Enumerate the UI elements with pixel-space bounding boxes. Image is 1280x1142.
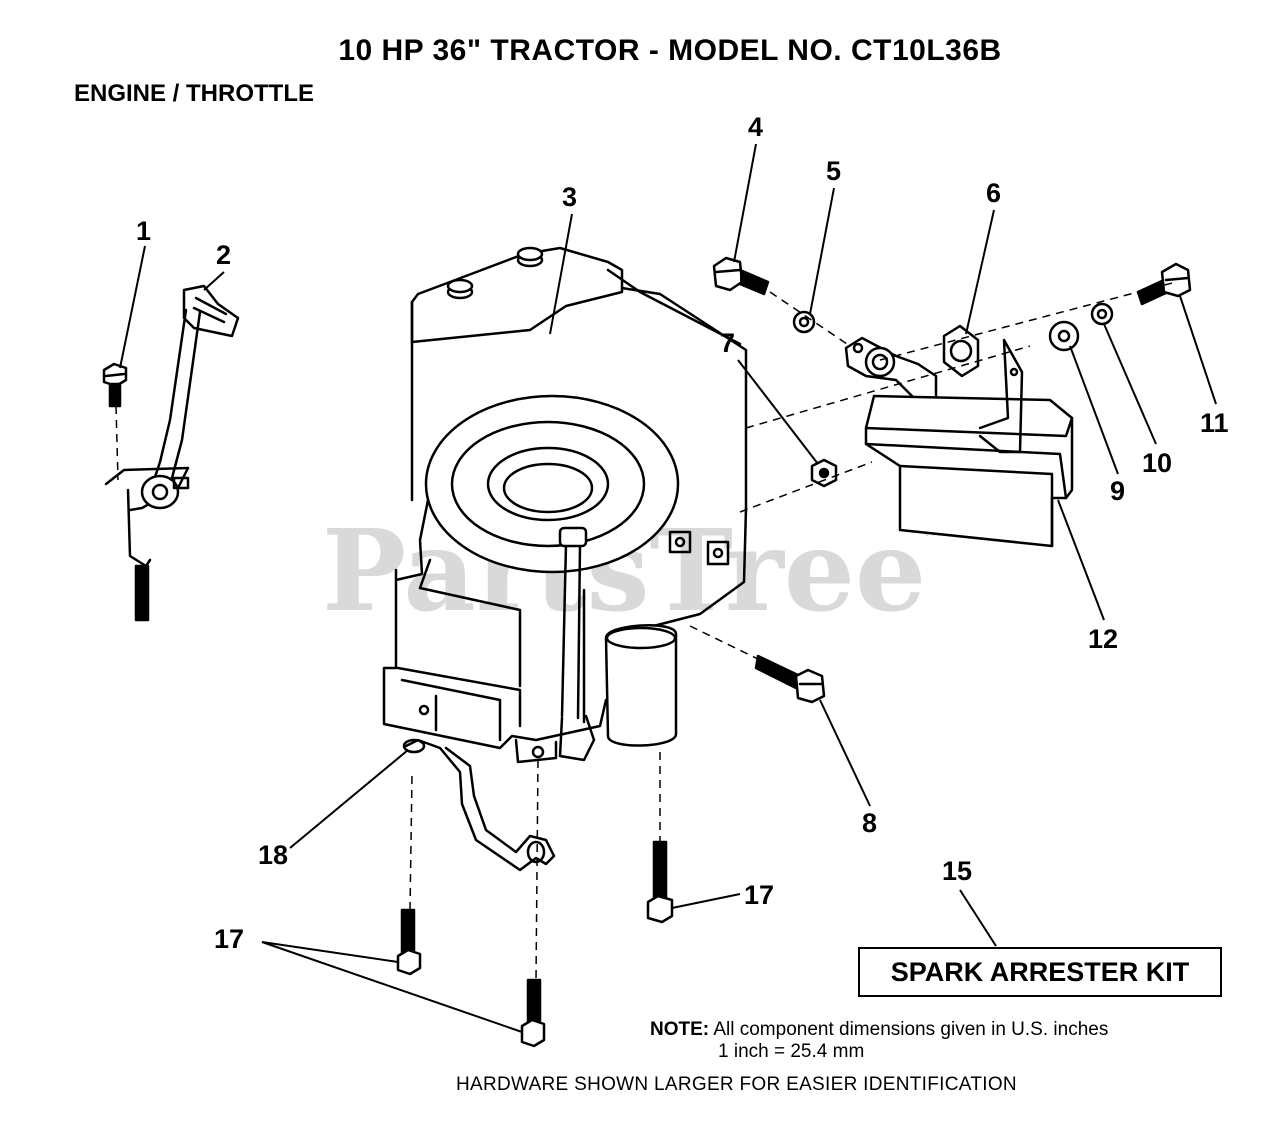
callout-4: 4 (748, 112, 763, 142)
callout-11: 11 (1200, 408, 1229, 438)
part-9-flat-washer (1048, 320, 1080, 352)
part-5-washer (792, 310, 816, 334)
part-17-bolt-center (520, 978, 546, 1048)
note-line-2: 1 inch = 25.4 mm (718, 1041, 865, 1062)
part-7-nut (810, 458, 838, 488)
part-6-gasket (942, 324, 980, 378)
leader-lines (119, 143, 1217, 1033)
callout-1: 1 (136, 216, 151, 246)
callout-3: 3 (562, 182, 577, 212)
part-10-lock-washer (1090, 302, 1114, 326)
callout-6: 6 (986, 178, 1001, 208)
note-line-1: All component dimensions given in U.S. i… (713, 1019, 1109, 1040)
part-2-throttle-control (104, 284, 240, 622)
part-17-bolt-left (396, 908, 422, 976)
page-title: 10 HP 36" TRACTOR - MODEL NO. CT10L36B (338, 34, 1002, 67)
callout-7: 7 (720, 328, 735, 358)
exhaust-elbow (844, 336, 938, 402)
callout-10: 10 (1142, 448, 1172, 478)
part-18-bracket (402, 738, 556, 872)
callout-8: 8 (862, 808, 877, 838)
callout-2: 2 (216, 240, 231, 270)
part-17-bolt-right (646, 840, 674, 924)
callout-15: 15 (942, 856, 972, 886)
hardware-note: HARDWARE SHOWN LARGER FOR EASIER IDENTIF… (456, 1074, 1017, 1095)
part-4-bolt (712, 256, 770, 296)
alignment-lines (115, 281, 1177, 981)
callout-17-left: 17 (214, 924, 244, 954)
part-11-bolt (1136, 262, 1192, 306)
part-8-bolt (754, 654, 826, 704)
callout-5: 5 (826, 156, 841, 186)
note-label: NOTE: (650, 1019, 710, 1040)
part-3-engine (382, 246, 748, 764)
part-12-muffler (864, 338, 1074, 548)
spark-arrester-kit-label: SPARK ARRESTER KIT (858, 947, 1222, 997)
callout-9: 9 (1110, 476, 1125, 506)
callouts: 1 2 3 4 5 6 7 8 9 10 11 12 15 17 17 18 (136, 112, 1229, 954)
section-title: ENGINE / THROTTLE (74, 80, 314, 107)
callout-18: 18 (258, 840, 288, 870)
part-1-screw (102, 362, 128, 408)
dimension-note: NOTE: All component dimensions given in … (650, 1019, 1108, 1063)
callout-12: 12 (1088, 624, 1118, 654)
callout-17-right: 17 (744, 880, 774, 910)
